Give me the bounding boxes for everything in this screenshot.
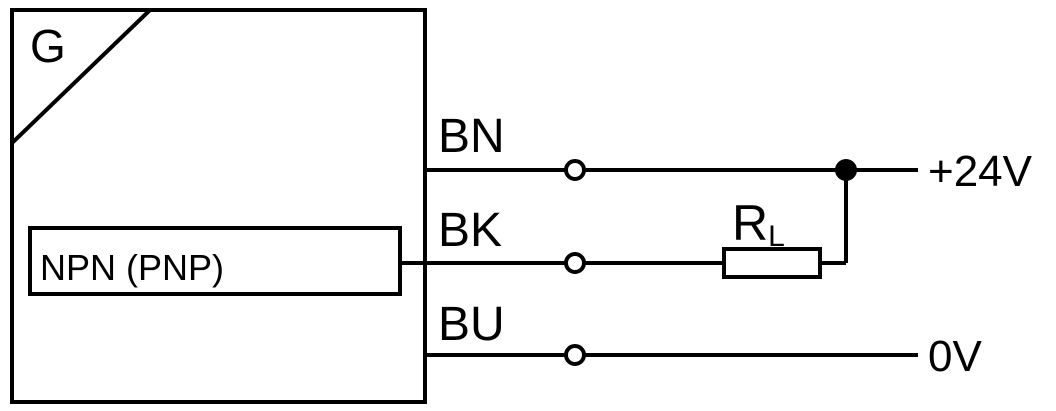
supply-terminal-label: +24V bbox=[928, 147, 1033, 196]
bu-connector-circle bbox=[564, 344, 586, 366]
bn-connector-circle bbox=[564, 159, 586, 181]
output-stage-label: NPN (PNP) bbox=[40, 247, 224, 288]
bk-wire-label: BK bbox=[438, 204, 502, 257]
sensor-body-box bbox=[10, 8, 427, 404]
load-resistor-symbol: R bbox=[732, 195, 768, 251]
bk-connector-circle bbox=[564, 252, 586, 274]
load-resistor-label: RL bbox=[732, 195, 785, 253]
load-resistor bbox=[722, 247, 822, 279]
ground-terminal-label: 0V bbox=[928, 332, 982, 381]
corner-diagonal-line bbox=[10, 8, 152, 145]
bn-wire-label: BN bbox=[438, 110, 505, 163]
wire-bu: BU 0V bbox=[425, 298, 982, 381]
load-resistor-subscript: L bbox=[768, 220, 785, 253]
device-type-label: G bbox=[30, 20, 66, 72]
wire-bn: BN +24V bbox=[425, 110, 1033, 196]
bu-wire-label: BU bbox=[438, 298, 505, 351]
wire-bk: RL BK bbox=[400, 170, 848, 279]
